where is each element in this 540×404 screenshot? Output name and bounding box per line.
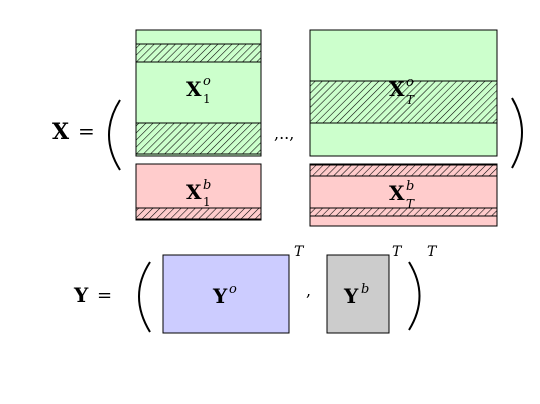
block-1-background-superscript: b xyxy=(203,178,211,193)
block-y-background-superscript: b xyxy=(361,282,369,297)
block-y-observed-rect xyxy=(162,254,290,334)
x-ellipsis: ,.., xyxy=(274,124,294,143)
block-y-observed: Y o xyxy=(162,254,290,334)
block-1-missing-band-top xyxy=(135,43,262,63)
block-t-observed-symbol: X xyxy=(389,77,405,101)
x-left-paren xyxy=(108,99,121,171)
block-t-background-subscript: T xyxy=(406,197,415,211)
block-y-background-symbol: Y xyxy=(343,284,359,308)
block-y-observed-superscript: o xyxy=(229,282,237,297)
block-y-background-transpose: T xyxy=(392,244,403,260)
block-t-background: X b T xyxy=(309,163,498,227)
block-1-background-symbol: X xyxy=(186,180,202,204)
block-1-background-missing-band xyxy=(135,207,262,220)
y-right-paren xyxy=(408,261,421,331)
y-lhs-label: Y xyxy=(73,283,89,307)
block-t-background-superscript: b xyxy=(406,179,414,194)
block-1-background: X b 1 xyxy=(135,163,262,221)
block-1-background-subscript: 1 xyxy=(203,195,211,209)
x-lhs-label: X xyxy=(52,119,70,145)
block-t-background-missing-band-top xyxy=(309,164,498,177)
block-t-observed: X o T xyxy=(309,29,498,157)
x-right-paren xyxy=(511,97,523,169)
block-1-observed-symbol: X xyxy=(186,77,202,101)
block-t-background-missing-band-bottom xyxy=(309,207,498,217)
block-1-observed-superscript: o xyxy=(203,74,211,89)
block-t-background-symbol: X xyxy=(389,181,405,205)
y-left-paren xyxy=(138,261,151,333)
x-equals-sign: = xyxy=(78,119,95,143)
block-t-observed-superscript: o xyxy=(406,75,414,90)
block-y-observed-symbol: Y xyxy=(212,284,228,308)
block-y-background: Y b xyxy=(326,254,390,334)
block-1-observed: X o 1 xyxy=(135,29,262,157)
block-y-background-rect xyxy=(326,254,390,334)
y-outer-transpose: T xyxy=(427,244,438,260)
y-equals-sign: = xyxy=(97,285,112,306)
block-y-observed-transpose: T xyxy=(294,244,305,260)
y-comma: , xyxy=(306,281,311,300)
block-1-observed-subscript: 1 xyxy=(203,92,211,106)
block-1-missing-band-bottom xyxy=(135,122,262,155)
block-t-observed-subscript: T xyxy=(406,93,415,107)
block-t-missing-band xyxy=(309,80,498,124)
